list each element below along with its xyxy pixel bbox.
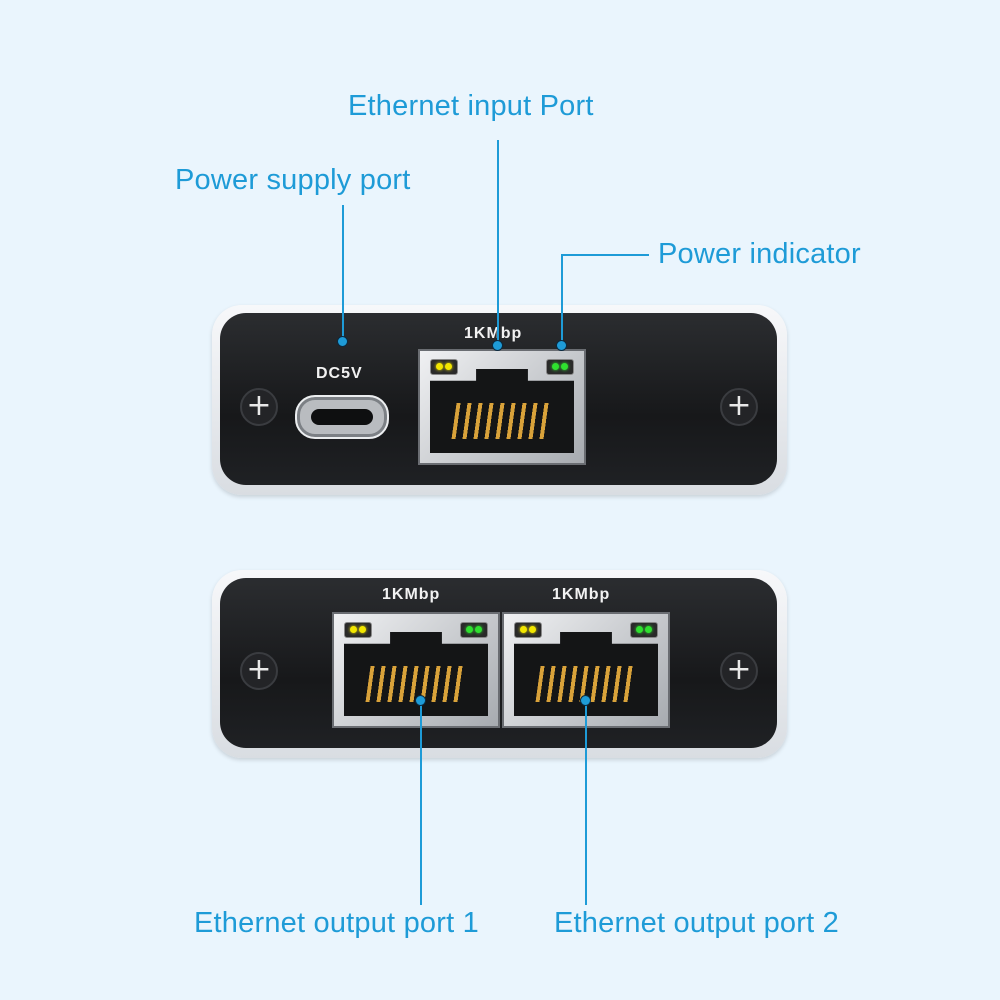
- callout-line-power-supply: [342, 205, 344, 341]
- device-output-side: + + 1KMbp 1KMbp: [212, 570, 787, 758]
- device-input-side: + + DC5V 1KMbp: [212, 305, 787, 495]
- power-led-icon: [460, 622, 488, 638]
- rj45-output-port-1[interactable]: [332, 612, 500, 728]
- input-port-speed-label: 1KMbp: [464, 325, 523, 342]
- callout-line-output-2: [585, 700, 587, 905]
- dc5v-label: DC5V: [316, 365, 363, 382]
- callout-dot-ethernet-input: [492, 340, 503, 351]
- callout-dot-power-indicator: [556, 340, 567, 351]
- callout-dot-power-supply: [337, 336, 348, 347]
- screw-icon: +: [240, 652, 278, 690]
- label-ethernet-input-port: Ethernet input Port: [348, 90, 594, 122]
- callout-dot-output-1: [415, 695, 426, 706]
- screw-icon: +: [720, 388, 758, 426]
- power-led-icon: [546, 359, 574, 375]
- activity-led-icon: [514, 622, 542, 638]
- label-power-indicator: Power indicator: [658, 238, 861, 270]
- device-output-panel: + + 1KMbp 1KMbp: [220, 578, 777, 748]
- callout-line-power-indicator-h: [561, 254, 649, 256]
- screw-icon: +: [720, 652, 758, 690]
- label-ethernet-output-port-2: Ethernet output port 2: [554, 907, 839, 939]
- rj45-output-port-2[interactable]: [502, 612, 670, 728]
- label-ethernet-output-port-1: Ethernet output port 1: [194, 907, 479, 939]
- rj45-input-port[interactable]: [418, 349, 586, 465]
- callout-line-power-indicator-v: [561, 254, 563, 346]
- screw-icon: +: [240, 388, 278, 426]
- output-port-2-speed-label: 1KMbp: [552, 586, 611, 603]
- callout-line-output-1: [420, 700, 422, 905]
- usb-c-power-port[interactable]: [295, 395, 389, 439]
- activity-led-icon: [430, 359, 458, 375]
- activity-led-icon: [344, 622, 372, 638]
- label-power-supply-port: Power supply port: [175, 164, 411, 196]
- output-port-1-speed-label: 1KMbp: [382, 586, 441, 603]
- power-led-icon: [630, 622, 658, 638]
- callout-line-ethernet-input: [497, 140, 499, 346]
- rj45-pins: [451, 403, 553, 439]
- callout-dot-output-2: [580, 695, 591, 706]
